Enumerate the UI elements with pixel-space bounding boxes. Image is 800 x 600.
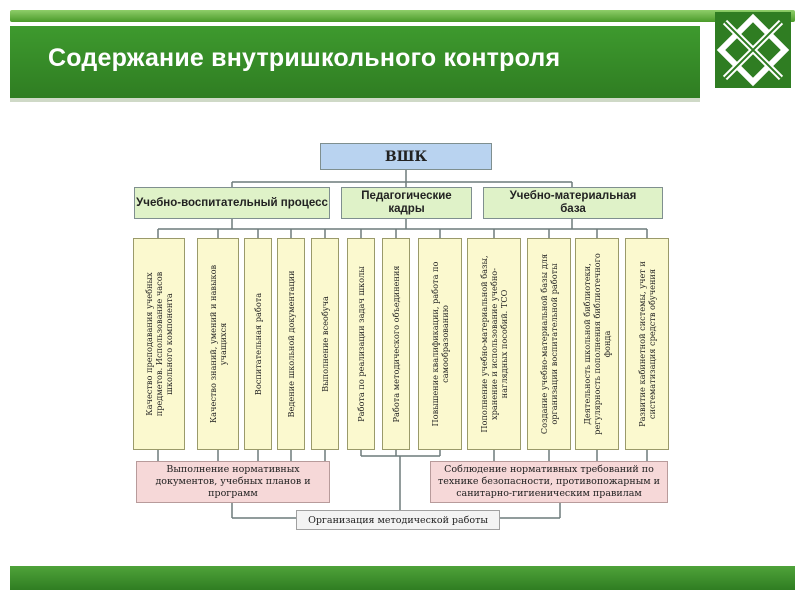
methodical-work-organization: Организация методической работы xyxy=(296,510,500,530)
top-decor-bar xyxy=(10,10,795,22)
item-methodical-association: Работа методического объединения xyxy=(382,238,410,450)
item-school-tasks: Работа по реализации задач школы xyxy=(347,238,375,450)
category-educational-process: Учебно-воспитательный процесс xyxy=(134,187,330,219)
item-material-replenishment: Пополнение учебно-материальной базы, хра… xyxy=(467,238,521,450)
requirements-safety: Соблюдение нормативных требований по тех… xyxy=(430,461,668,503)
item-teaching-quality: Качество преподавания учебных предметов.… xyxy=(133,238,185,450)
item-school-documentation: Ведение школьной документации xyxy=(277,238,305,450)
title-bar xyxy=(10,26,700,102)
item-educational-work: Воспитательная работа xyxy=(244,238,272,450)
logo xyxy=(715,12,791,88)
slide-title: Содержание внутришкольного контроля xyxy=(48,44,561,72)
item-knowledge-quality: Качество знаний, умений и навыков учащих… xyxy=(197,238,239,450)
requirements-normative-docs: Выполнение нормативных документов, учебн… xyxy=(136,461,330,503)
root-node: ВШК xyxy=(320,143,492,170)
item-library: Деятельность школьной библиотеки, регуля… xyxy=(575,238,619,450)
bottom-decor-bar xyxy=(10,566,795,590)
item-universal-education: Выполнение всеобуча xyxy=(311,238,339,450)
item-cabinet-system: Развитие кабинетной системы, учет и сист… xyxy=(625,238,669,450)
category-teaching-staff: Педагогические кадры xyxy=(341,187,472,219)
knot-logo-icon xyxy=(716,13,790,87)
item-qualification: Повышение квалификации, работа по самооб… xyxy=(418,238,462,450)
category-material-base: Учебно-материальная база xyxy=(483,187,663,219)
item-educational-material-base: Создание учебно-материальной базы для ор… xyxy=(527,238,571,450)
